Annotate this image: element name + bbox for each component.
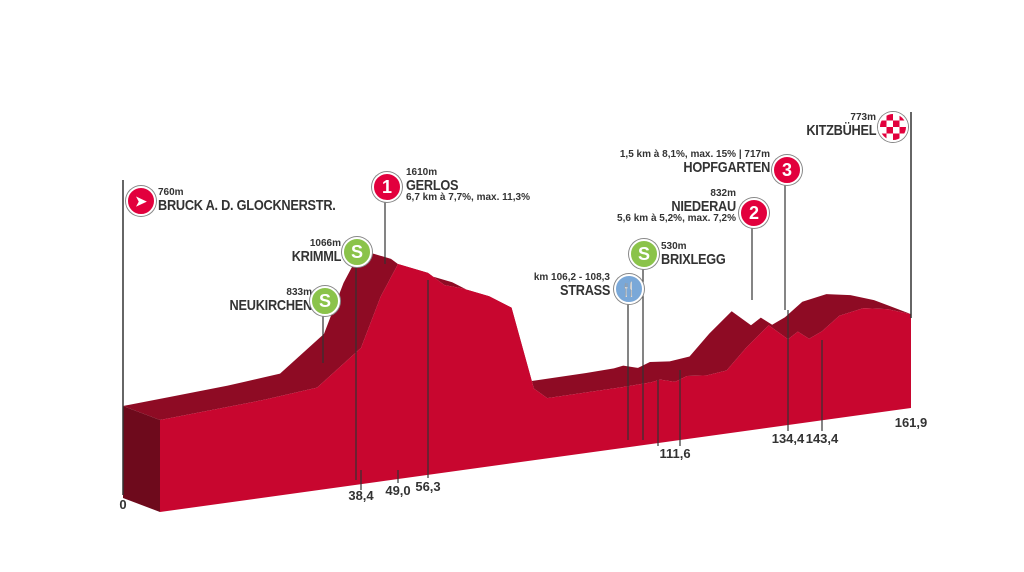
niederau-label: 832m NIEDERAU 5,6 km à 5,2%, max. 7,2% [617,189,736,224]
neukirchen-name: NEUKIRCHEN [229,297,313,314]
km-label: 111,6 [659,446,691,461]
profile-side-face [123,405,160,512]
finish-altitude: 773m [850,112,876,123]
strass-km: km 106,2 - 108,3 [533,272,610,283]
km-label: 38,4 [348,488,374,503]
finish-name: KITZBÜHEL [806,122,876,139]
finish-label: 773m KITZBÜHEL [794,112,876,139]
gerlos-climb-info: 6,7 km à 7,7%, max. 11,3% [406,192,530,203]
feed-zone-icon: 🍴 [614,274,644,304]
brixlegg-label: 530m BRIXLEGG [661,241,737,268]
niederau-climb-info: 5,6 km à 5,2%, max. 7,2% [617,213,736,224]
brixlegg-name: BRIXLEGG [661,251,726,268]
hopfgarten-climb-info: 1,5 km à 8,1%, max. 15% | 717m [619,149,770,160]
start-flag-icon: ➤ [126,186,156,216]
climb-1-icon: 1 [372,172,402,202]
niederau-altitude: 832m [710,188,736,199]
hopfgarten-label: 1,5 km à 8,1%, max. 15% | 717m HOPFGARTE… [619,149,770,176]
gerlos-label: 1610m GERLOS 6,7 km à 7,7%, max. 11,3% [406,168,530,203]
gerlos-altitude: 1610m [406,167,438,178]
strass-name: STRASS [559,282,610,299]
hopfgarten-name: HOPFGARTEN [683,159,770,176]
strass-label: km 106,2 - 108,3 STRASS [533,272,610,299]
krimml-label: 1066m KRIMML [283,238,342,265]
finish-flag-icon [878,112,908,142]
start-altitude: 760m [158,187,184,198]
km-label: 49,0 [385,483,411,498]
km-label: 143,4 [805,431,839,446]
krimml-name: KRIMML [291,248,342,265]
climb-3-icon: 3 [772,155,802,185]
sprint-icon: S [629,239,659,269]
profile-front-face [160,264,911,512]
neukirchen-label: 833m NEUKIRCHEN [215,287,313,314]
km-label: 134,4 [771,431,805,446]
sprint-icon: S [342,237,372,267]
km-label: 56,3 [415,479,441,494]
start-name: BRUCK A. D. GLOCKNERSTR. [158,197,336,214]
neukirchen-altitude: 833m [286,287,312,298]
sprint-icon: S [310,286,340,316]
brixlegg-altitude: 530m [661,241,687,252]
km-label: 0 [119,497,127,512]
niederau-name: NIEDERAU [671,198,736,215]
climb-2-icon: 2 [739,198,769,228]
krimml-altitude: 1066m [309,238,341,249]
start-label: 760m BRUCK A. D. GLOCKNERSTR. [158,187,367,214]
gerlos-name: GERLOS [406,177,459,194]
km-label: 161,9 [894,415,928,430]
